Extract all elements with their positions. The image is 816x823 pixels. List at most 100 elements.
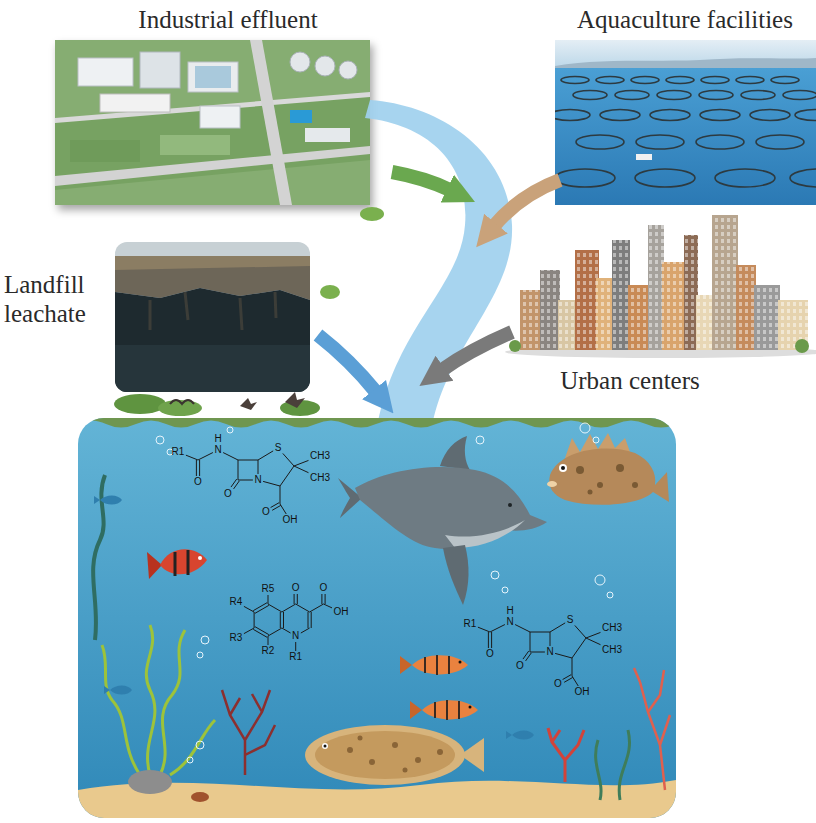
aquaculture-picture: [715, 169, 775, 187]
industrial-plant-picture: [188, 62, 238, 92]
chemical-bond: [258, 460, 259, 474]
aquaculture-picture: [699, 91, 733, 100]
aquaculture-picture: [700, 110, 740, 121]
chemical-bond: [325, 594, 326, 604]
flatfish: [322, 743, 328, 749]
sea-scene: [506, 731, 534, 740]
chemical-bond: [234, 481, 240, 489]
sea-scene: [78, 418, 676, 818]
chemical-bond: [586, 638, 600, 645]
flow-arrows: [318, 335, 376, 392]
atom-label: R3: [230, 633, 243, 643]
sea-scene: [102, 625, 215, 775]
dolphin: [508, 503, 512, 507]
aquaculture-picture: [561, 77, 589, 84]
chemical-bond: [530, 652, 545, 653]
striped-fish: [410, 701, 422, 719]
aquaculture-picture: [576, 135, 624, 149]
river: [365, 100, 512, 440]
atom-label: O: [224, 489, 232, 499]
landfill-picture: [150, 292, 276, 330]
chemical-bond: [586, 632, 600, 638]
chemical-bond: [572, 676, 578, 686]
industrial-plant-picture: [290, 110, 312, 123]
scorpion-fish: [561, 466, 565, 470]
bubbles: [196, 741, 204, 749]
industrial-plant-picture: [195, 66, 231, 88]
aquaculture-picture: [790, 169, 816, 187]
industrial-plant-picture: [305, 128, 350, 142]
flatfish: [305, 725, 484, 785]
chemical-bond: [530, 632, 550, 633]
chemical-bond: [280, 612, 281, 628]
atom-label: N: [292, 631, 299, 641]
industrial-plant-picture: [160, 135, 230, 155]
chemical-bond: [575, 625, 586, 638]
source-panel: Industrial effluent: [55, 40, 370, 205]
aquaculture-picture: [555, 169, 615, 187]
aquaculture-picture: [666, 77, 694, 84]
bubbles: [197, 652, 203, 658]
red-fish: [147, 552, 162, 579]
source-caption: Industrial effluent: [138, 6, 317, 35]
urban-skyline-picture: [648, 225, 664, 350]
urban-skyline-picture: [520, 290, 542, 350]
flatfish: [392, 742, 398, 748]
dolphin: [445, 520, 525, 548]
scorpion-fish: [588, 490, 593, 495]
urban-skyline-picture: [628, 285, 650, 350]
striped-fish: [459, 661, 462, 664]
aquaculture-picture: [555, 40, 816, 70]
red-fish: [160, 549, 207, 574]
river: [360, 207, 384, 221]
scorpion-fish: [576, 466, 584, 474]
chemical-bond: [255, 605, 269, 613]
industrial-plant-picture: [290, 52, 310, 72]
atom-label: N: [214, 445, 221, 455]
red-fish: [147, 549, 207, 579]
industrial-plant-picture: [100, 94, 170, 112]
flow-arrows: [494, 180, 560, 226]
atom-label: S: [567, 615, 574, 625]
atom-label: O: [262, 507, 270, 517]
chemical-bond: [491, 632, 492, 648]
urban-skyline-picture: [612, 240, 630, 350]
scorpion-fish: [616, 464, 624, 472]
industrial-plant-picture: [70, 140, 140, 162]
atom-label: CH3: [602, 645, 622, 655]
chemical-bond: [280, 486, 281, 504]
aquaculture-picture: [636, 154, 652, 160]
sea-scene: [104, 686, 132, 695]
flatfish: [347, 747, 353, 753]
chemical-bond: [310, 604, 324, 612]
atom-label: CH3: [310, 451, 330, 461]
striped-fish: [412, 655, 468, 674]
source-panel: Urban centers: [510, 210, 816, 365]
scorpion-fish: [547, 481, 557, 487]
atom-label: R1: [464, 619, 477, 629]
landfill-picture: [115, 345, 310, 392]
red-fish: [175, 550, 188, 576]
source-caption: Urban centers: [560, 367, 700, 396]
source-caption: Aquaculture facilities: [577, 6, 793, 35]
chemical-bond: [268, 628, 282, 636]
aquaculture-picture: [741, 91, 775, 100]
aquaculture-picture: [596, 77, 624, 84]
urban-skyline-picture: [712, 215, 738, 350]
urban-skyline-picture: [628, 285, 650, 350]
urban-skyline-picture: [540, 270, 560, 350]
striped-fish: [400, 656, 412, 674]
atom-label: O: [516, 661, 524, 671]
chemical-bond: [324, 604, 333, 608]
chemical-bond: [488, 632, 489, 648]
chemical-bond: [294, 594, 295, 604]
aquaculture-picture: [657, 91, 691, 100]
aquaculture-picture: [600, 110, 640, 121]
sea-scene: [128, 770, 172, 794]
atom-label: H: [214, 434, 221, 444]
aquaculture-picture: [555, 68, 816, 205]
aquaculture-picture: [636, 135, 684, 149]
urban-skyline-picture: [662, 262, 686, 350]
chemical-bond: [550, 632, 551, 646]
atom-label: N: [254, 475, 261, 485]
